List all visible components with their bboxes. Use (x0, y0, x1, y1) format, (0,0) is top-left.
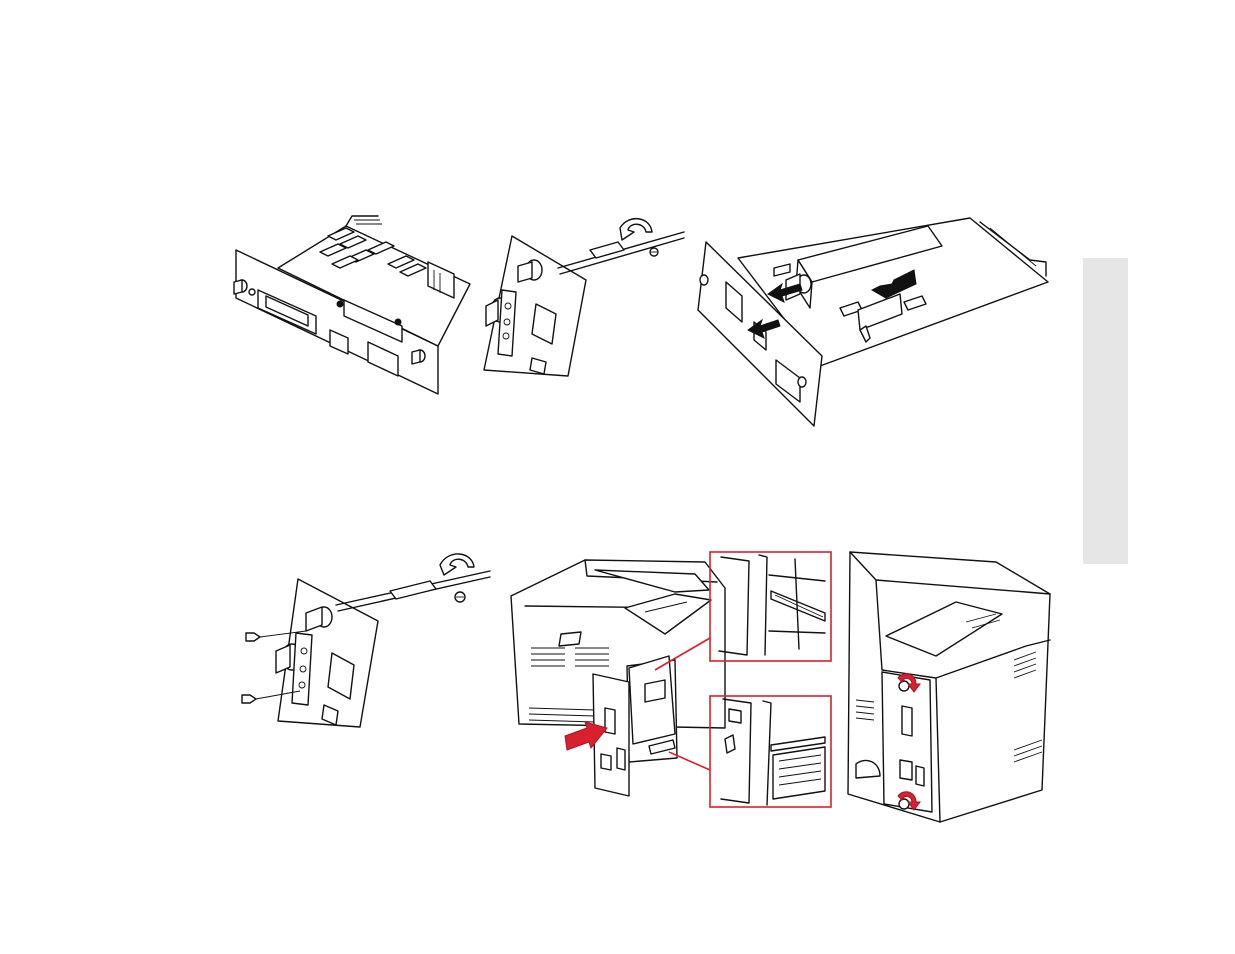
callout-lower-detail (709, 695, 832, 808)
figure-bracket-screw-removal (478, 210, 688, 380)
figure-tighten-screws (846, 550, 1056, 826)
figure-interface-card (228, 208, 478, 398)
callout-upper-detail (709, 551, 832, 662)
screw-icon (650, 248, 658, 256)
screw-icon (455, 592, 465, 602)
rotate-arrow-icon (440, 554, 474, 575)
rotate-arrow-icon (620, 219, 652, 240)
side-tab (1083, 258, 1128, 564)
figure-attach-screws (240, 545, 495, 735)
figure-card-slide-in (690, 210, 1055, 430)
